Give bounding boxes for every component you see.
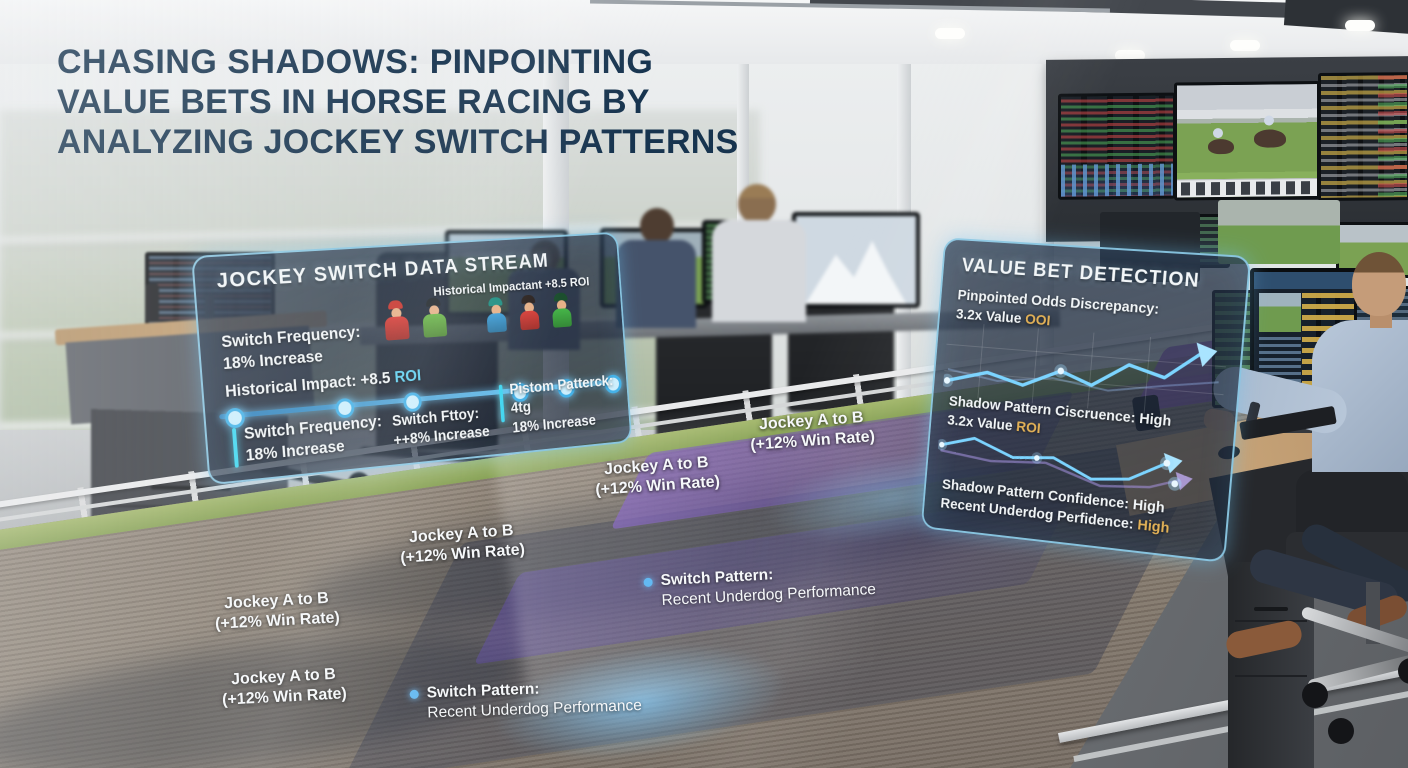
jockey-silks [519,310,540,331]
jockey-silk-icon [1213,127,1224,138]
page-title: CHASING SHADOWS: PINPOINTING VALUE BETS … [57,42,797,162]
roi-accent: ROI [393,366,422,387]
horse-icon [1254,129,1286,148]
accent-bar [498,384,505,423]
trend-chart-up [942,321,1228,420]
ceiling-light [1115,50,1145,61]
jockey-icon [383,299,410,341]
accent-bar [231,427,239,468]
background-race-screen [1218,200,1340,264]
bottle [145,284,159,322]
title-line: ANALYZING JOCKEY SWITCH PATTERNS [57,123,739,162]
title-line: CHASING SHADOWS: PINPOINTING [57,42,797,82]
horse-icon [1207,138,1234,154]
drawer-seam [1234,675,1308,678]
race-thumbnail [1259,292,1301,332]
jockey-icon [485,296,508,333]
ceiling-light [935,28,965,39]
jockey-silk-icon [1263,115,1274,126]
pattern-stat: Pistom Patterck: 4tg 18% Increase [498,371,629,440]
chart-screen [796,216,916,304]
stat-text: Historical Impact: +8.5 [224,369,396,401]
odds-board-screen [1318,72,1408,202]
switch-frequency-stat: Switch Frequency: 18% Increase [221,322,363,375]
jockey-icon [518,294,540,331]
jockey-icon [551,292,573,328]
screen-header [1254,272,1358,289]
analyst-torso [616,240,696,328]
bullet-dot-icon [409,689,419,700]
title-rest: PINPOINTING [420,43,653,81]
jockey-switch-label: Jockey A to B (+12% Win Rate) [748,407,876,457]
jockey-silks [422,313,448,338]
jockey-silks [384,315,410,341]
trader-neck [1370,312,1392,328]
title-line: VALUE BETS IN HORSE RACING BY [57,83,650,122]
bullet-dot-icon [643,577,653,588]
ceiling-light [1345,20,1375,31]
jockey-silks [486,312,508,333]
jockey-icon [421,297,448,338]
desk-monitor [792,212,920,308]
label-text: Switch Pattern: Recent Underdog Performa… [426,676,642,724]
trend-chart-wavy [935,427,1194,509]
title-lead: CHASING SHADOWS: [57,43,421,81]
jockey-switch-data-panel: JOCKEY SWITCH DATA STREAM Historical Imp… [191,231,633,486]
mountain-graphic [805,240,907,304]
switch-frequency-bottom-stat: Switch Frequency: 18% Increase [231,412,384,469]
jockey-switch-label: Jockey A to B (+12% Win Rate) [214,588,341,635]
race-video-screen [1174,81,1320,201]
race-ticker [1177,178,1317,198]
chair-caster [1328,718,1354,744]
value-bet-detection-panel: VALUE BET DETECTION Pinpointed Odds Disc… [920,237,1252,564]
analyst-head [738,184,776,224]
jockey-icon-row [383,288,585,341]
drawer-handle [1253,607,1289,612]
high-accent: High [1136,516,1171,537]
drawer-seam [1234,619,1308,622]
odds-sparkline [1061,163,1173,197]
chair-caster [1302,682,1328,708]
ceiling-light [1230,40,1260,51]
switch-mid-stat: Switch Fttoy: ++8% Increase [391,404,491,452]
trader-head [1352,252,1406,316]
switch-pattern-label: Switch Pattern: Recent Underdog Performa… [409,676,642,724]
jockey-switch-label: Jockey A to B (+12% Win Rate) [221,664,348,711]
jockey-switch-label: Jockey A to B (+12% Win Rate) [593,452,721,502]
race-video [1177,84,1317,198]
odds-board-screen [1058,92,1176,200]
odds-rows [1377,75,1407,198]
analyst-head [640,208,674,244]
jockey-silks [552,307,573,328]
analyst-torso [712,220,806,322]
jockey-switch-label: Jockey A to B (+12% Win Rate) [398,520,526,570]
panel-title: VALUE BET DETECTION [961,254,1201,292]
